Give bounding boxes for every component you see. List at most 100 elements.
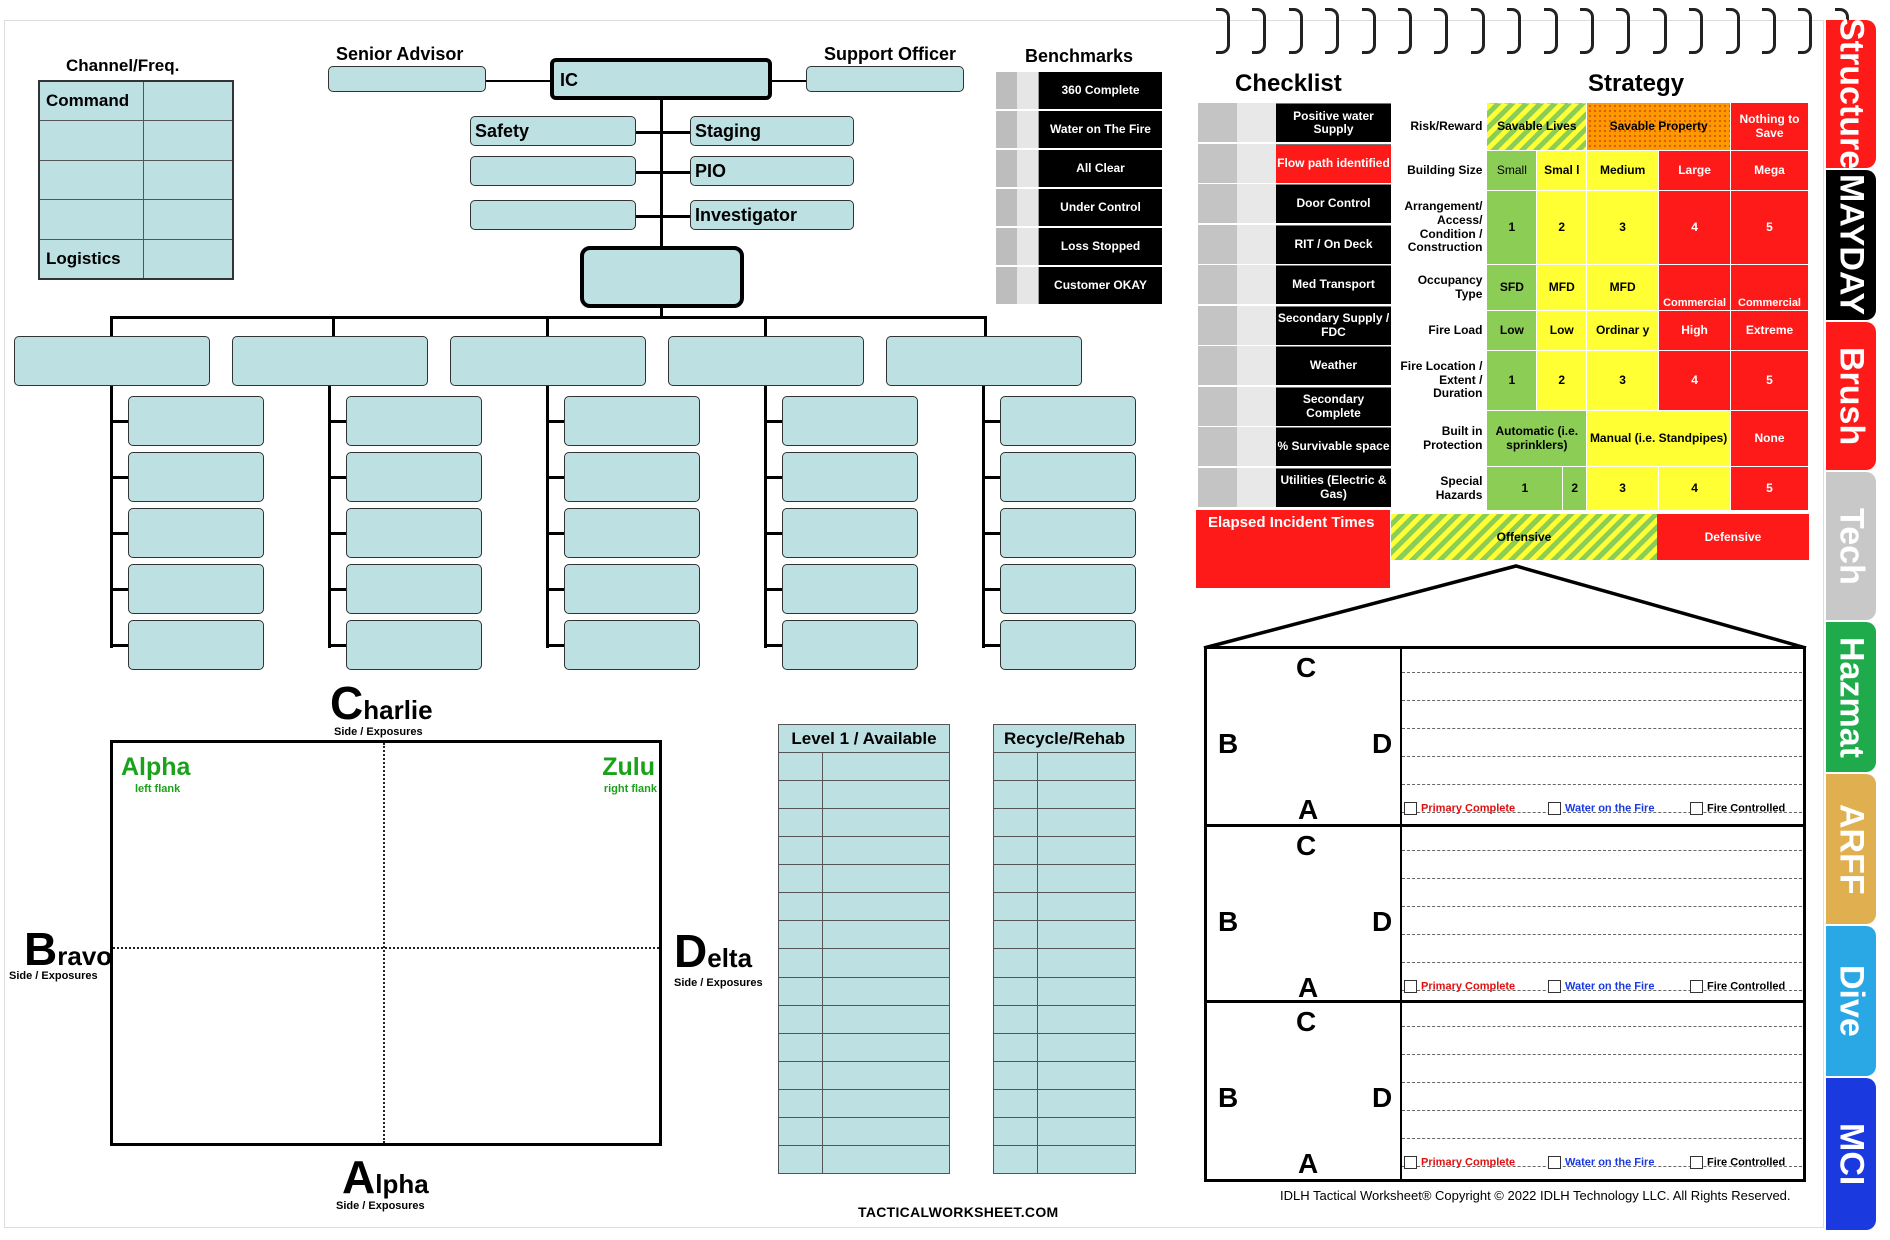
org-right-box-0[interactable]: Staging <box>690 116 854 146</box>
benchmark-row[interactable]: Loss Stopped <box>996 228 1162 265</box>
org-left-box-0[interactable]: Safety <box>470 116 636 146</box>
primary-complete-checkbox[interactable]: Primary Complete <box>1404 1156 1515 1169</box>
channel-value-0[interactable] <box>142 80 234 122</box>
floor-note-line[interactable] <box>1402 672 1802 673</box>
rehab-assignment-cell[interactable] <box>1037 1144 1136 1175</box>
builtin-manual[interactable]: Manual (i.e. Standpipes) <box>1586 410 1732 467</box>
savable-lives[interactable]: Savable Lives <box>1486 102 1588 151</box>
branch-box-0[interactable] <box>14 336 210 386</box>
floor-note-line[interactable] <box>1402 1138 1802 1139</box>
checklist-time-field[interactable] <box>1198 103 1276 142</box>
tab-mayday[interactable]: MAYDAY <box>1826 170 1876 320</box>
division-box-1-3[interactable] <box>346 564 482 614</box>
org-right-box-1[interactable]: PIO <box>690 156 854 186</box>
primary-complete-checkbox[interactable]: Primary Complete <box>1404 980 1515 993</box>
floor-note-line[interactable] <box>1402 1054 1802 1055</box>
checklist-time-field[interactable] <box>1198 224 1276 264</box>
floor-note-line[interactable] <box>1402 934 1802 935</box>
tab-arff[interactable]: ARFF <box>1826 774 1876 924</box>
channel-value-3[interactable] <box>142 199 234 240</box>
floor-note-line[interactable] <box>1402 1082 1802 1083</box>
fire-controlled-checkbox[interactable]: Fire Controlled <box>1690 802 1785 815</box>
floor-note-line[interactable] <box>1402 728 1802 729</box>
division-box-2-0[interactable] <box>564 396 700 446</box>
checklist-time-field[interactable] <box>1198 184 1276 223</box>
water-on-fire-checkbox[interactable]: Water on the Fire <box>1548 802 1654 815</box>
fire-controlled-checkbox[interactable]: Fire Controlled <box>1690 980 1785 993</box>
rehab-assignment-cell[interactable] <box>1037 1004 1136 1034</box>
level1-unit-cell[interactable] <box>778 1004 823 1034</box>
arr-5[interactable]: 5 <box>1730 190 1809 265</box>
division-box-3-2[interactable] <box>782 508 918 558</box>
occ-commercial-2[interactable]: Commercial <box>1730 264 1809 311</box>
rehab-unit-cell[interactable] <box>993 1088 1038 1118</box>
level1-unit-cell[interactable] <box>778 976 823 1006</box>
level1-unit-cell[interactable] <box>778 1088 823 1118</box>
rehab-unit-cell[interactable] <box>993 751 1038 782</box>
org-left-box-1[interactable] <box>470 156 636 186</box>
floor-note-line[interactable] <box>1402 1026 1802 1027</box>
floor-note-line[interactable] <box>1402 1166 1802 1167</box>
channel-label-0[interactable]: Command <box>38 80 144 122</box>
level1-assignment-cell[interactable] <box>822 1060 950 1090</box>
channel-label-2[interactable] <box>38 159 144 201</box>
org-right-box-2[interactable]: Investigator <box>690 200 854 230</box>
level1-assignment-cell[interactable] <box>822 836 950 866</box>
checklist-time-field[interactable] <box>1198 305 1276 345</box>
floor-note-line[interactable] <box>1402 784 1802 785</box>
builtin-automatic[interactable]: Automatic (i.e. sprinklers) <box>1486 410 1588 467</box>
nothing-to-save[interactable]: Nothing to Save <box>1730 102 1809 151</box>
haz-4[interactable]: 4 <box>1658 466 1732 511</box>
division-box-0-1[interactable] <box>128 452 264 502</box>
size-medium[interactable]: Medium <box>1586 150 1660 191</box>
floor-note-line[interactable] <box>1402 756 1802 757</box>
level1-assignment-cell[interactable] <box>822 864 950 894</box>
level1-unit-cell[interactable] <box>778 836 823 866</box>
load-low-2[interactable]: Low <box>1536 310 1588 351</box>
checklist-time-field[interactable] <box>1198 346 1276 385</box>
size-small[interactable]: Small <box>1486 150 1538 191</box>
rehab-assignment-cell[interactable] <box>1037 1032 1136 1062</box>
primary-complete-checkbox[interactable]: Primary Complete <box>1404 802 1515 815</box>
level1-assignment-cell[interactable] <box>822 751 950 782</box>
level1-unit-cell[interactable] <box>778 751 823 782</box>
benchmark-row[interactable]: Water on The Fire <box>996 111 1162 148</box>
checklist-time-field[interactable] <box>1198 427 1276 466</box>
level1-assignment-cell[interactable] <box>822 948 950 978</box>
tab-brush[interactable]: Brush <box>1826 322 1876 470</box>
size-large[interactable]: Large <box>1658 150 1732 191</box>
savable-property[interactable]: Savable Property <box>1586 102 1732 151</box>
checklist-row[interactable]: Door Control <box>1198 184 1391 223</box>
division-box-4-3[interactable] <box>1000 564 1136 614</box>
benchmark-row[interactable]: Under Control <box>996 189 1162 226</box>
division-box-0-0[interactable] <box>128 396 264 446</box>
rehab-unit-cell[interactable] <box>993 1004 1038 1034</box>
channel-value-2[interactable] <box>142 159 234 201</box>
load-extreme[interactable]: Extreme <box>1730 310 1809 351</box>
benchmark-time-field[interactable] <box>996 111 1039 148</box>
senior-advisor-field[interactable] <box>328 66 486 92</box>
builtin-none[interactable]: None <box>1730 410 1809 467</box>
division-box-2-3[interactable] <box>564 564 700 614</box>
sizeup-box[interactable]: Alpha left flank Zulu right flank <box>110 740 662 1146</box>
support-officer-field[interactable] <box>806 66 964 92</box>
channel-label-4[interactable]: Logistics <box>38 238 144 280</box>
loc-2[interactable]: 2 <box>1536 350 1588 411</box>
rehab-unit-cell[interactable] <box>993 808 1038 838</box>
branch-box-3[interactable] <box>668 336 864 386</box>
floor-note-line[interactable] <box>1402 850 1802 851</box>
rehab-unit-cell[interactable] <box>993 976 1038 1006</box>
division-box-2-2[interactable] <box>564 508 700 558</box>
tab-dive[interactable]: Dive <box>1826 926 1876 1076</box>
level1-assignment-cell[interactable] <box>822 780 950 810</box>
tab-hazmat[interactable]: Hazmat <box>1826 622 1876 772</box>
division-box-4-0[interactable] <box>1000 396 1136 446</box>
water-on-fire-checkbox[interactable]: Water on the Fire <box>1548 980 1654 993</box>
checklist-row[interactable]: Flow path identified <box>1198 143 1391 183</box>
division-box-3-3[interactable] <box>782 564 918 614</box>
checklist-row[interactable]: % Survivable space <box>1198 427 1391 466</box>
division-box-1-0[interactable] <box>346 396 482 446</box>
rehab-assignment-cell[interactable] <box>1037 836 1136 866</box>
org-left-box-2[interactable] <box>470 200 636 230</box>
checklist-row[interactable]: Secondary Complete <box>1198 386 1391 426</box>
